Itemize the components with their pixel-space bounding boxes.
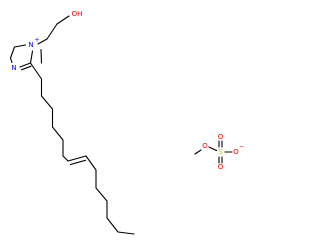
bond-oh-c1 [56,15,70,25]
bond-o-s [208,146,218,152]
oxide-charge-label: − [239,144,244,151]
bond-n3-c2 [19,62,32,68]
hydroxyl-label: OH [72,10,83,18]
methoxy-o-label: O [202,142,208,150]
bond-c2-n3-double [20,65,32,71]
alkyl-chain-lower [85,155,135,235]
bond-c2-n1-ring [29,50,34,64]
bond-n1-methyl [40,48,43,64]
anion-atoms: O S O O O − [202,133,244,171]
bond-c5-c4 [9,46,16,59]
bond-cis-double-outer [67,155,87,162]
alkyl-chain-upper [29,62,69,162]
ring-n-cationic-label: N [28,41,33,49]
anion-bonds [194,140,233,164]
sulfonyl-o-top-label: O [218,133,224,141]
chemical-structure: OH N + N O S O O O − [9,10,244,235]
sulfur-label: S [218,148,223,156]
bond-cis-double-inner [69,159,87,166]
ring-n-charge-label: + [34,37,39,44]
bond-c4-n3 [9,57,13,64]
bond-c1-c2 [46,23,58,40]
bond-methyl-o [194,149,202,155]
ring-n-imine-label: N [11,64,16,72]
cation-bonds [9,15,135,235]
oxide-o-label: O [233,148,239,156]
cation-atoms: OH N + N [11,10,82,72]
bond-c2-n1 [37,38,48,45]
sulfonyl-o-bottom-label: O [218,163,224,171]
bond-n1-c5 [13,44,27,48]
